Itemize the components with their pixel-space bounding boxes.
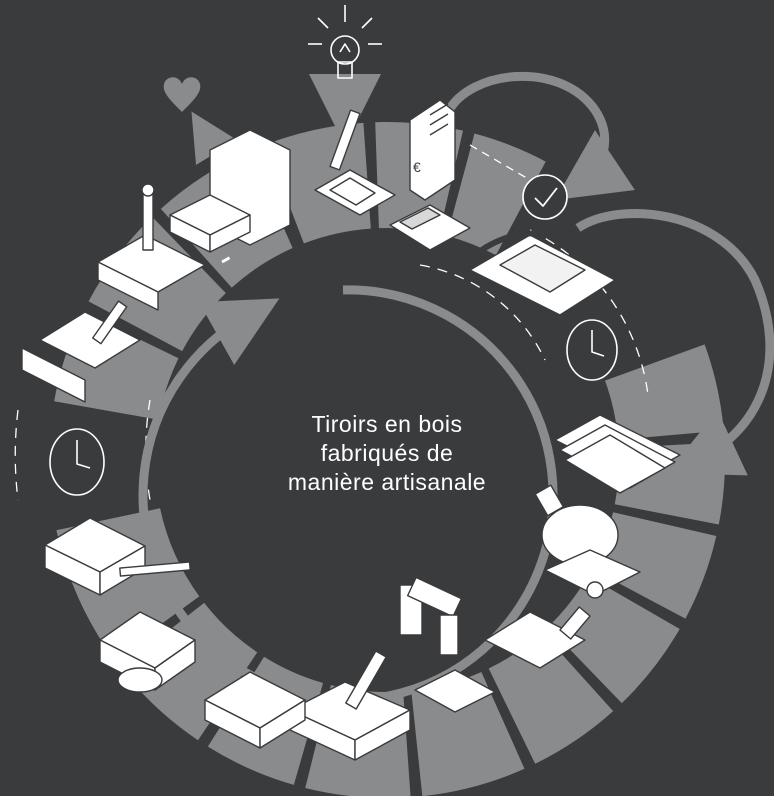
circular-saw-icon — [534, 484, 641, 596]
center-title-line-1: Tiroirs en bois — [311, 411, 463, 437]
glue-gun-drawer-icon — [289, 650, 411, 761]
ring-segment — [447, 133, 546, 256]
lightbulb-icon — [308, 5, 382, 79]
loop-arrow-approval — [444, 71, 635, 200]
sander-drawer-icon — [99, 611, 196, 693]
ring-segment — [605, 344, 724, 440]
dashed-line-quote — [469, 144, 531, 181]
ring-segment — [120, 602, 258, 741]
clock-icon — [49, 428, 105, 496]
router-table-icon — [484, 581, 604, 669]
drawing-plan-icon — [314, 109, 396, 216]
price-document-icon: € — [409, 99, 456, 201]
paintbrush-drawer-icon — [44, 517, 191, 596]
ring-segment — [488, 632, 614, 764]
telephone-icon — [467, 230, 616, 316]
drawer-box-icon — [204, 671, 306, 749]
dashed-arc-right — [529, 229, 649, 396]
checkmark-icon — [522, 174, 568, 220]
center-title-line-3: manière artisanale — [287, 469, 487, 495]
drawer-front-screwdriver-icon — [21, 300, 141, 403]
dashed-arc-right-inner — [419, 264, 546, 361]
inner-cycle-arrow — [138, 285, 558, 705]
drawer-handle-icon — [97, 183, 206, 311]
svg-text:€: € — [413, 159, 421, 175]
heart-arrow — [191, 111, 237, 165]
heart-icon — [163, 77, 201, 112]
loop-arrow-order — [575, 209, 774, 476]
wood-planks-icon — [554, 414, 681, 494]
cabinet-drawer-icon — [169, 129, 291, 269]
calculator-icon — [389, 204, 471, 251]
dashed-arc-left-inner — [145, 399, 151, 501]
dashed-arc-left-outer — [14, 409, 19, 501]
center-title-line-2: fabriqués de — [320, 440, 454, 466]
clock-icon — [566, 319, 618, 381]
ring-segment — [591, 512, 717, 619]
center-title: Tiroirs en bois fabriqués de manière art… — [237, 410, 537, 497]
drill-press-icon — [399, 576, 496, 713]
